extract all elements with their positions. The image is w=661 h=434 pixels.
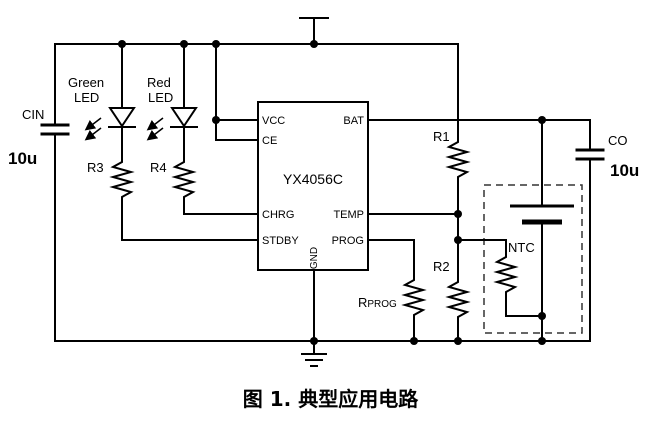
capacitor-cin	[40, 43, 70, 342]
co-value: 10u	[610, 161, 639, 180]
ntc-thermistor	[457, 239, 543, 317]
resistor-r3	[109, 154, 259, 241]
ic-yx4056c	[257, 101, 369, 271]
vcc-supply-symbol	[299, 17, 329, 45]
pin-stdby-label: STDBY	[262, 235, 299, 247]
ic-name: YX4056C	[283, 171, 343, 187]
ground-symbol	[301, 340, 327, 367]
pin-gnd-label: GND	[309, 247, 320, 269]
resistor-r2	[445, 239, 471, 342]
red-led	[146, 43, 198, 156]
green-led-label-line1: Green	[68, 75, 104, 90]
green-led-label-line2: LED	[74, 90, 99, 105]
r2-label: R2	[433, 259, 450, 274]
red-led-label-line1: Red	[147, 75, 171, 90]
co-label: CO	[608, 133, 628, 148]
r4-label: R4	[150, 160, 167, 175]
capacitor-co	[541, 119, 605, 342]
r3-label: R3	[87, 160, 104, 175]
green-led	[84, 43, 136, 156]
cin-label: CIN	[22, 107, 44, 122]
ntc-label: NTC	[508, 240, 535, 255]
figure-caption: 图 1. 典型应用电路	[242, 387, 419, 411]
resistor-rprog	[367, 239, 427, 342]
pin-ce-label: CE	[262, 135, 277, 147]
rprog-label: RPROG	[358, 295, 397, 310]
resistor-r1	[445, 43, 471, 215]
battery-symbol	[510, 119, 574, 342]
pin-bat-label: BAT	[343, 115, 364, 127]
r1-label: R1	[433, 129, 450, 144]
battery-pack-box	[483, 184, 583, 334]
red-led-label-line2: LED	[148, 90, 173, 105]
resistor-r4	[171, 154, 259, 215]
cin-value: 10u	[8, 149, 37, 168]
pin-temp-label: TEMP	[333, 209, 364, 221]
pin-chrg-label: CHRG	[262, 209, 294, 221]
pin-vcc-label: VCC	[262, 115, 285, 127]
pin-prog-label: PROG	[332, 235, 364, 247]
